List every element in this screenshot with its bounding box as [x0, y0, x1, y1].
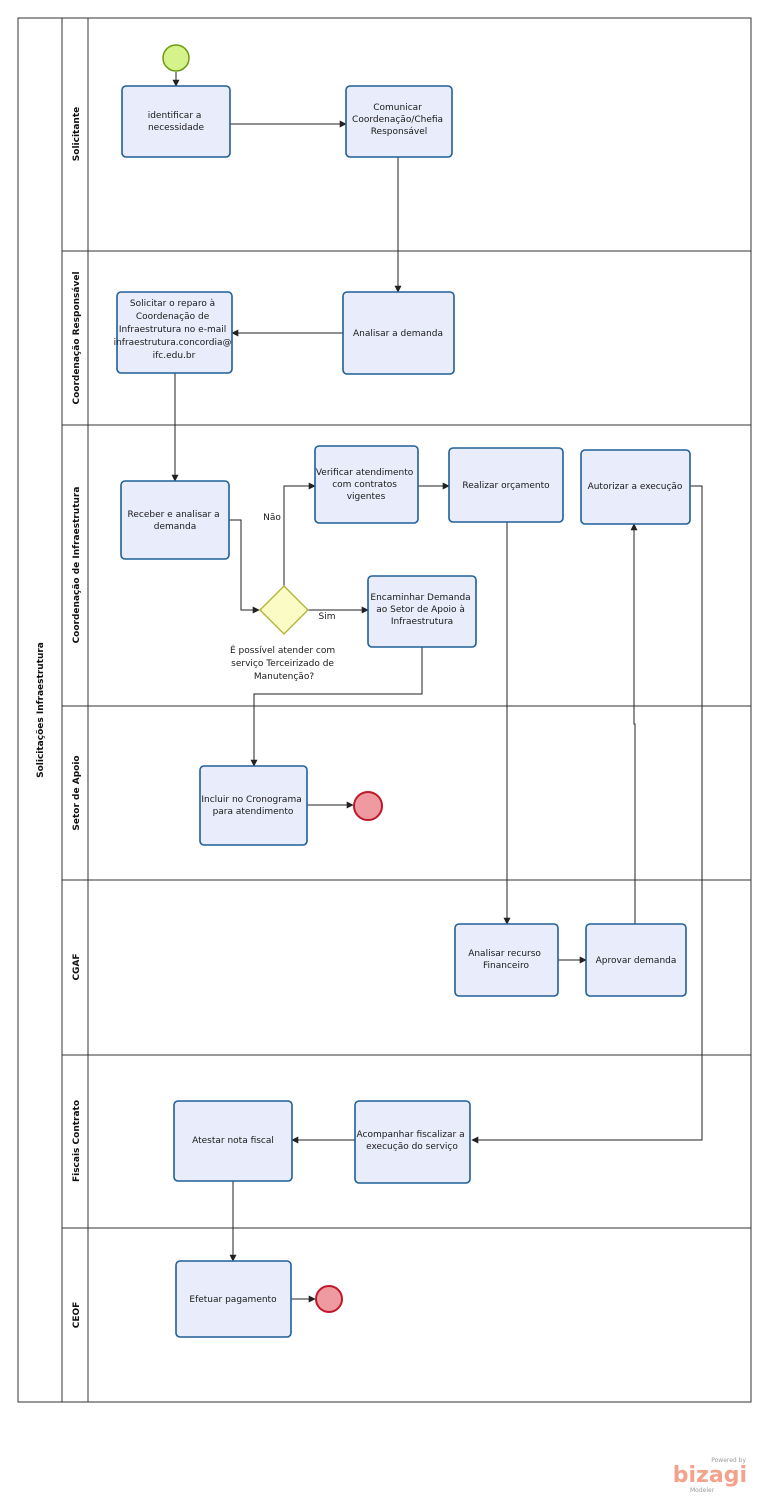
branding-powered-by: Powered by: [711, 1457, 746, 1464]
lane-label-setor-apoio: Setor de Apoio: [72, 755, 82, 830]
gateway-yes-label: Sim: [319, 612, 336, 622]
gateway-no-label: Não: [263, 513, 281, 523]
end-event-ceof[interactable]: [315, 1285, 343, 1313]
lane-labels: Solicitante Coordenação Responsável Coor…: [72, 107, 82, 1329]
svg-text:Encaminhar Demanda ao Se: Encaminhar Demanda ao Setor de Apoio à I…: [370, 593, 473, 627]
svg-text:Efetuar pagamento: Efetuar pagamento: [189, 1295, 277, 1305]
gateway-question-line: serviço Terceirizado de: [231, 659, 334, 669]
branding-product: Modeler: [690, 1487, 715, 1494]
task-receber-analisar[interactable]: Receber e analisar a demanda: [120, 480, 230, 560]
pool-label: Solicitações Infraestrutura: [36, 642, 46, 778]
task-autorizar-execucao[interactable]: Autorizar a execução: [580, 449, 691, 525]
flow-gateway-no-to-verificar: [283, 482, 316, 586]
svg-text:Analisar recurso Finance: Analisar recurso Financeiro: [468, 949, 544, 971]
task-solicitar-reparo[interactable]: Solicitar o reparo à Coordenação de Infr…: [114, 291, 235, 374]
task-acompanhar-fiscalizar[interactable]: Acompanhar fiscalizar a execução do serv…: [354, 1100, 471, 1184]
task-encaminhar-demanda[interactable]: Encaminhar Demanda ao Setor de Apoio à I…: [367, 575, 477, 648]
svg-text:Aprovar demanda: Aprovar demanda: [596, 956, 677, 966]
svg-text:Solicitar o reparo à Coo: Solicitar o reparo à Coordenação de Infr…: [114, 299, 235, 361]
lane-label-ceof: CEOF: [72, 1302, 82, 1329]
pool: Solicitações Infraestrutura: [17, 17, 752, 1403]
task-aprovar-demanda[interactable]: Aprovar demanda: [585, 923, 687, 997]
task-comunicar-coordenacao[interactable]: Comunicar Coordenação/Chefia Responsável: [345, 85, 453, 158]
lane-separators: [62, 250, 751, 1229]
lane-label-coordenacao-infraestrutura: Coordenação de Infraestrutura: [72, 487, 82, 644]
task-identificar-necessidade[interactable]: identificar a necessidade: [121, 85, 231, 158]
lane-label-cgaf: CGAF: [72, 953, 82, 980]
flow-receber-to-gateway: [229, 519, 260, 614]
svg-text:Receber e analisar a dem: Receber e analisar a demanda: [128, 510, 223, 532]
pool-border: [17, 17, 752, 1403]
gateway-question: É possível atender com serviço Terceiriz…: [230, 644, 338, 682]
task-incluir-cronograma[interactable]: Incluir no Cronograma para atendimento: [199, 765, 308, 846]
svg-text:Comunicar Coordenação/Ch: Comunicar Coordenação/Chefia Responsável: [352, 103, 446, 137]
svg-text:identificar a necessidad: identificar a necessidade: [148, 111, 205, 133]
flow-encaminhar-to-incluir: [250, 647, 423, 767]
bizagi-branding: Powered by bizagi Modeler: [673, 1457, 747, 1494]
flow-autorizar-to-acompanhar: [471, 485, 703, 1144]
lane-label-fiscais-contrato: Fiscais Contrato: [72, 1100, 82, 1182]
flow-aprovar-to-autorizar: [630, 523, 638, 924]
gateway-diamond[interactable]: [259, 585, 309, 635]
svg-text:Autorizar a execução: Autorizar a execução: [588, 482, 683, 492]
task-atestar-nota-fiscal[interactable]: Atestar nota fiscal: [173, 1100, 293, 1182]
svg-text:Incluir no Cronograma pa: Incluir no Cronograma para atendimento: [201, 795, 304, 817]
task-analisar-recurso[interactable]: Analisar recurso Financeiro: [454, 923, 559, 997]
start-event[interactable]: [162, 44, 190, 72]
task-analisar-demanda[interactable]: Analisar a demanda: [342, 291, 455, 375]
lane-label-solicitante: Solicitante: [72, 107, 82, 161]
sequence-flows: [171, 72, 703, 1303]
svg-text:Realizar orçamento: Realizar orçamento: [462, 481, 550, 491]
svg-text:Acompanhar fiscalizar a: Acompanhar fiscalizar a execução do serv…: [357, 1130, 468, 1152]
gateway-question-line: É possível atender com: [230, 644, 335, 656]
svg-text:Atestar nota fiscal: Atestar nota fiscal: [192, 1136, 274, 1146]
branding-logo: bizagi: [673, 1463, 747, 1488]
task-realizar-orcamento[interactable]: Realizar orçamento: [448, 447, 564, 523]
lane-label-coordenacao-responsavel: Coordenação Responsável: [72, 271, 82, 404]
gateway-possivel-atender[interactable]: [259, 585, 309, 635]
svg-text:Analisar a demanda: Analisar a demanda: [353, 329, 443, 339]
gateway-question-line: Manutenção?: [254, 672, 314, 682]
task-efetuar-pagamento[interactable]: Efetuar pagamento: [175, 1260, 292, 1338]
task-verificar-atendimento[interactable]: Verificar atendimento com contratos vige…: [314, 445, 419, 524]
end-event-setor-apoio[interactable]: [353, 791, 383, 821]
svg-text:Verificar atendimento co: Verificar atendimento com contratos vige…: [316, 468, 416, 502]
